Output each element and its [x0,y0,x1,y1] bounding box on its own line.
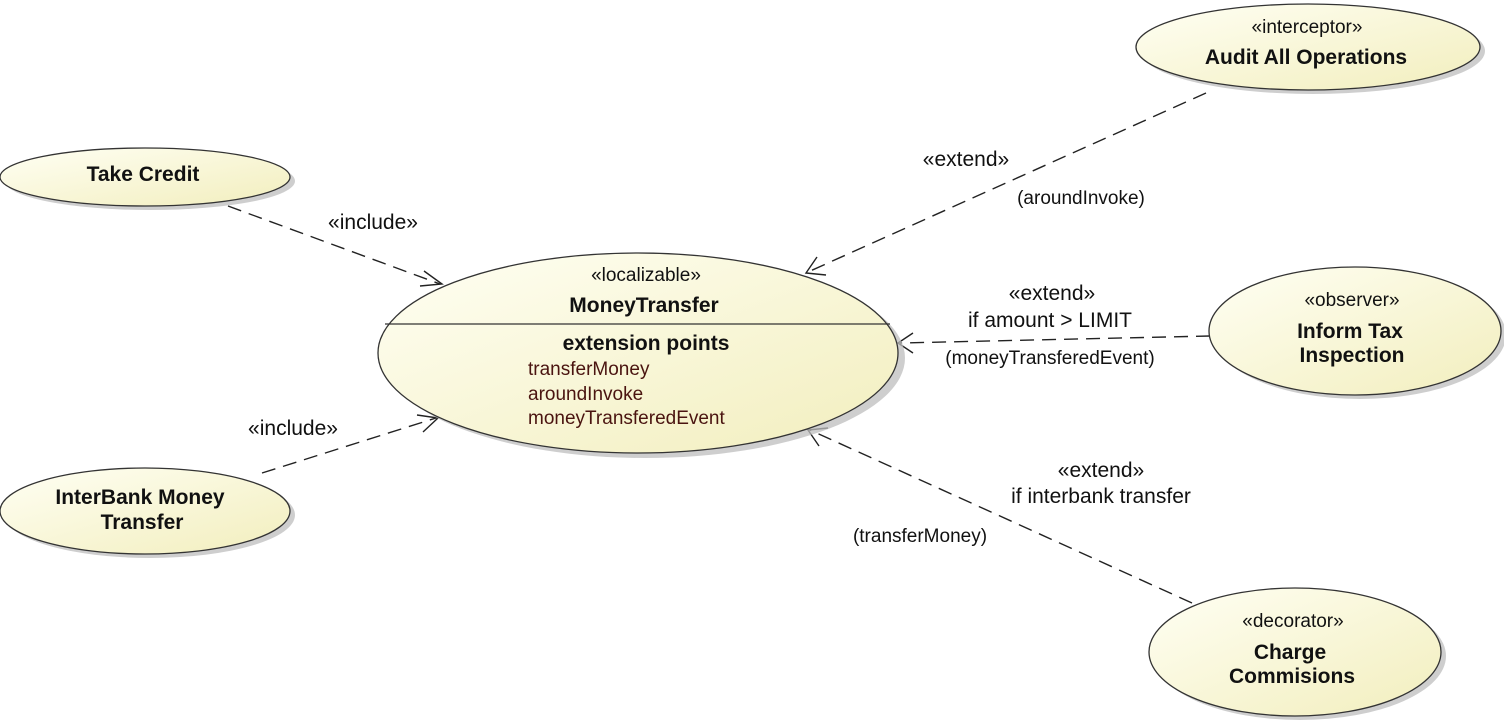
usecase-charge-name-line1: Charge [1254,641,1326,664]
include-take-credit-label: «include» [328,211,418,234]
extension-point-item: transferMoney [528,359,650,380]
usecase-take-credit-name: Take Credit [87,163,200,186]
extension-points-title: extension points [563,332,730,355]
money-transfer-stereotype: «localizable» [591,265,701,286]
extend-inform-tax-point: (moneyTransferedEvent) [945,348,1154,369]
extend-charge-point: (transferMoney) [853,526,987,547]
include-take-credit-edge [227,205,444,287]
usecase-inform-tax-stereotype: «observer» [1304,290,1399,311]
extend-inform-tax-label: «extend» [1009,282,1095,305]
usecase-money-transfer[interactable]: «localizable» MoneyTransfer extension po… [377,252,905,458]
usecase-inform-tax-name-line2: Inspection [1299,344,1404,367]
usecase-charge-name-line2: Commisions [1229,665,1355,688]
extend-inform-tax-condition: if amount > LIMIT [968,309,1132,332]
extension-point-item: moneyTransferedEvent [528,408,726,429]
extend-audit-point: (aroundInvoke) [1017,188,1145,209]
extension-point-item: aroundInvoke [528,384,643,405]
usecase-take-credit[interactable]: Take Credit [0,147,295,210]
usecase-audit-all-operations[interactable]: «interceptor» Audit All Operations [1135,3,1485,94]
extend-audit-edge [804,92,1207,276]
usecase-interbank-name-line2: Transfer [101,511,184,534]
extend-charge-label: «extend» [1058,459,1144,482]
usecase-charge-stereotype: «decorator» [1242,611,1343,632]
usecase-interbank-money-transfer[interactable]: InterBank Money Transfer [0,467,295,558]
usecase-interbank-name-line1: InterBank Money [55,486,225,509]
include-interbank-label: «include» [248,417,338,440]
usecase-inform-tax-name-line1: Inform Tax [1297,320,1403,343]
usecase-audit-stereotype: «interceptor» [1252,17,1363,38]
extend-audit-label: «extend» [923,148,1009,171]
money-transfer-name: MoneyTransfer [569,294,718,317]
usecase-charge-commisions[interactable]: «decorator» Charge Commisions [1148,587,1446,720]
extend-charge-edge [806,427,1193,604]
usecase-audit-name: Audit All Operations [1205,46,1407,69]
extend-charge-condition: if interbank transfer [1011,485,1191,508]
usecase-inform-tax-inspection[interactable]: «observer» Inform Tax Inspection [1208,266,1504,399]
